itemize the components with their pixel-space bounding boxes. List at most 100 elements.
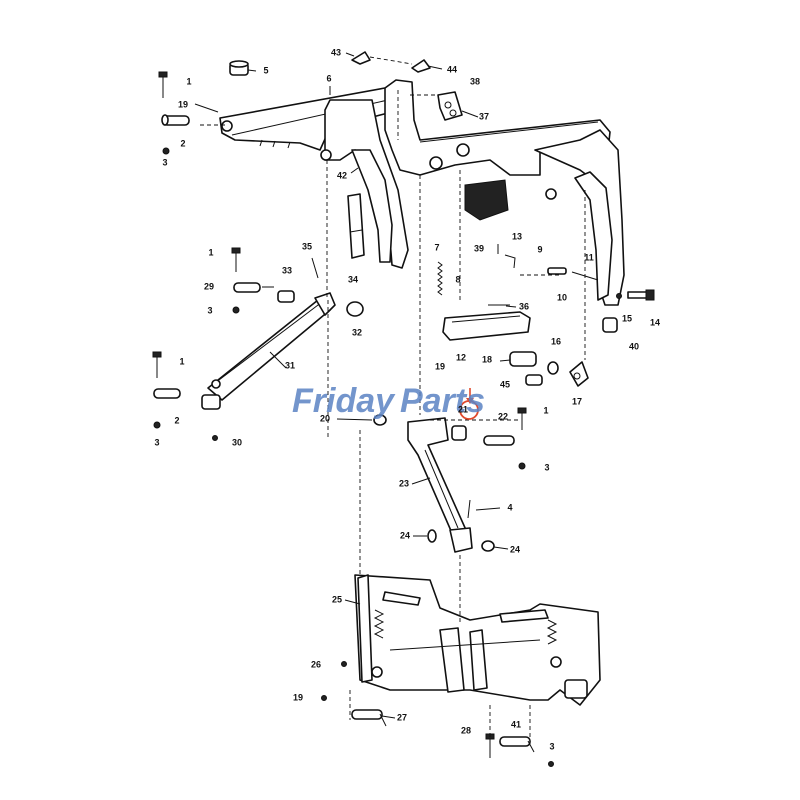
watermark-parts: Parts [400,382,485,420]
callout-28: 28 [461,725,471,735]
bushing-45 [525,374,543,386]
leader-lines [194,52,517,719]
plate-34 [347,193,365,259]
callout-17: 17 [572,396,582,406]
callout-1: 1 [186,76,191,86]
callout-14: 14 [650,317,660,327]
spring-7 [437,261,443,296]
bushing-32 [346,301,364,317]
callout-15: 15 [622,313,632,323]
pin-41 [499,736,535,753]
callout-40: 40 [629,341,639,351]
bolt-4 [467,499,471,519]
pin-44 [411,59,431,73]
callout-3: 3 [207,305,212,315]
washer-30 [212,435,218,441]
callout-37: 37 [479,111,489,121]
callout-44: 44 [447,64,457,74]
bolt-14 [627,289,655,301]
callout-21: 21 [458,404,468,414]
callout-1: 1 [179,356,184,366]
pin-43 [351,51,371,65]
callout-43: 43 [331,47,341,57]
callout-19: 19 [178,99,188,109]
callout-31: 31 [285,360,295,370]
callout-29: 29 [204,281,214,291]
watermark-friday: Friday [292,382,396,420]
callout-6: 6 [326,73,331,83]
callout-45: 45 [500,379,510,389]
callout-26: 26 [311,659,321,669]
callout-39: 39 [474,243,484,253]
callout-19: 19 [435,361,445,371]
pin-22 [483,435,515,446]
bolt-1-lower [152,351,162,378]
callout-3: 3 [549,741,554,751]
ring-24-right [481,540,495,552]
nut-3-right [518,462,526,470]
pin-26 [341,661,347,667]
callout-13: 13 [512,231,522,241]
pin-10 [547,267,567,275]
callout-36: 36 [519,301,529,311]
ring-16 [547,361,559,375]
callout-3: 3 [162,157,167,167]
clip-13 [504,254,516,269]
callout-4: 4 [507,502,512,512]
callout-3: 3 [154,437,159,447]
nut-3-mid [232,306,240,314]
cylinder-31 [201,292,336,410]
bracket-37 [437,91,463,121]
callout-8: 8 [455,274,460,284]
pin-27 [351,709,387,727]
callout-27: 27 [397,712,407,722]
callout-30: 30 [232,437,242,447]
callout-3: 3 [544,462,549,472]
callout-24: 24 [510,544,520,554]
bracket-17 [569,361,589,387]
callout-24: 24 [400,530,410,540]
callout-7: 7 [434,242,439,252]
bracket-12 [442,311,531,341]
bushing-18 [509,351,537,367]
ring-24-left [427,529,437,543]
callout-5: 5 [263,65,268,75]
callout-2: 2 [180,138,185,148]
callout-1: 1 [208,247,213,257]
nut-3-lower [153,421,161,429]
bushing-40 [602,317,618,333]
bolt-1-top [158,71,168,98]
callout-2: 2 [174,415,179,425]
bushing-21 [451,425,467,441]
callout-38: 38 [470,76,480,86]
callout-34: 34 [348,274,358,284]
bolt-19-bottom [321,695,327,701]
quick-attach-frame [354,574,601,706]
callout-16: 16 [551,336,561,346]
callout-42: 42 [337,170,347,180]
washer-20 [373,414,387,426]
pin-2-top [161,114,190,126]
bolt-1-right [517,407,527,430]
callout-32: 32 [352,327,362,337]
callout-11: 11 [584,252,594,262]
callout-22: 22 [498,411,508,421]
bushing-5 [229,60,249,76]
callout-19: 19 [293,692,303,702]
callout-33: 33 [282,265,292,275]
main-frame [320,79,625,306]
pin-29 [233,282,261,293]
highlight-marker [459,388,479,420]
callout-35: 35 [302,241,312,251]
bolt-1-mid [231,247,241,272]
link-arm-23 [407,417,473,553]
callout-18: 18 [482,354,492,364]
callout-41: 41 [511,719,521,729]
assembly-guide-lines [200,56,586,740]
callout-20: 20 [320,413,330,423]
watermark: Friday Parts [292,382,485,420]
nut-3-bottom [548,761,554,767]
